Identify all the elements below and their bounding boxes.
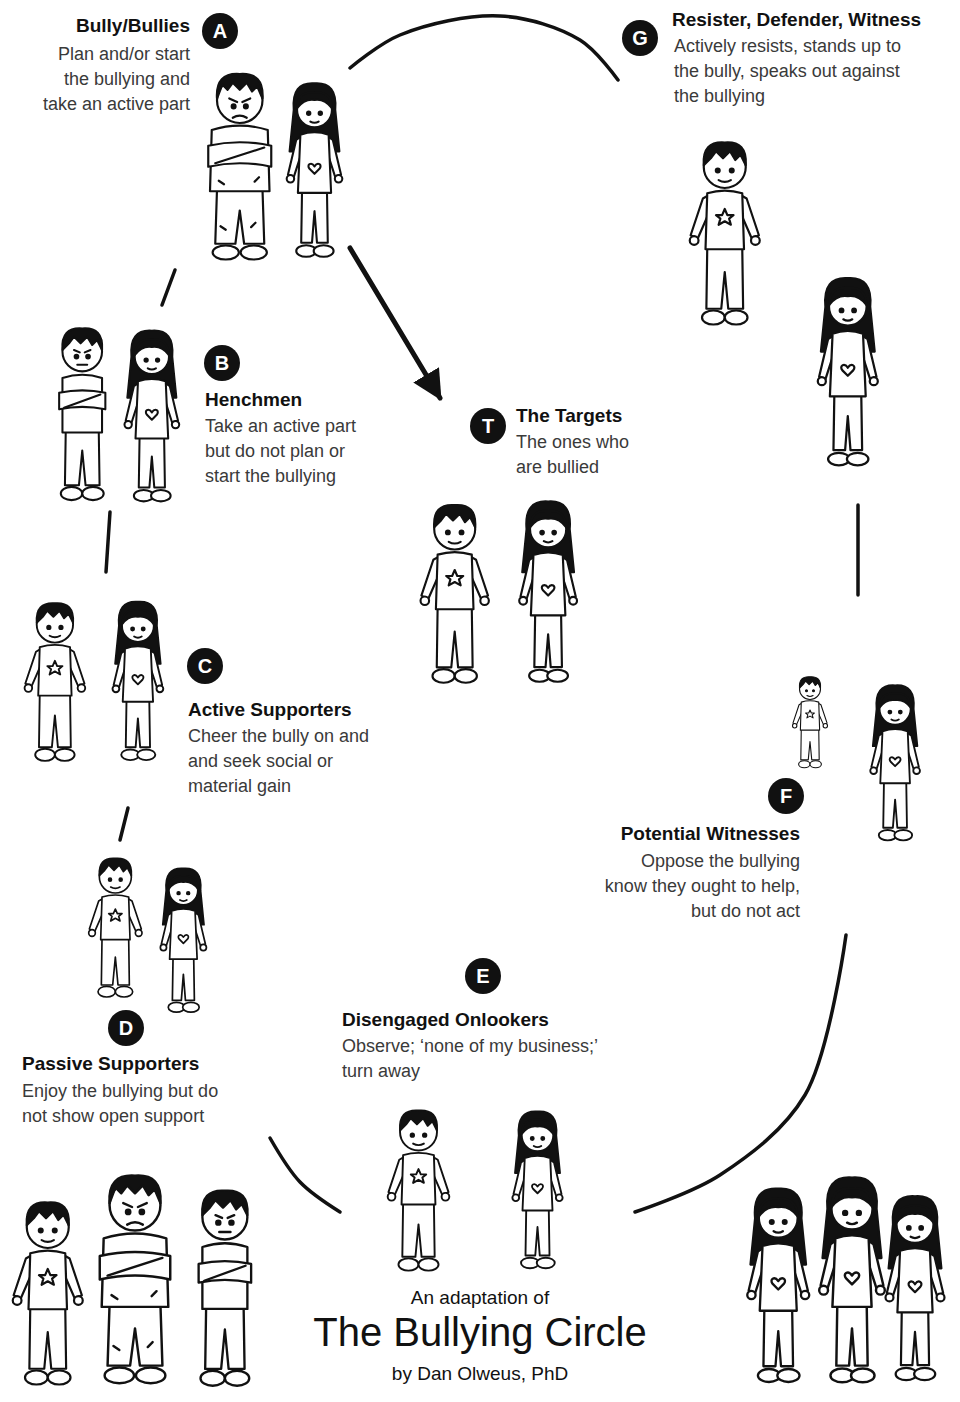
role-letter: C xyxy=(187,648,223,684)
role-description: Oppose the bullying know they ought to h… xyxy=(600,849,800,924)
letter-badge: G xyxy=(622,20,658,56)
role-group: HenchmenTake an active part but do not p… xyxy=(40,305,395,512)
circle-connector xyxy=(856,505,860,595)
role-heading: Potential Witnesses xyxy=(560,822,800,846)
witness-figure xyxy=(870,685,920,840)
circle-connector xyxy=(270,1138,340,1212)
role-heading: Resister, Defender, Witness xyxy=(672,8,921,32)
role-group: Active SupportersCheer the bully on and … xyxy=(10,572,420,808)
role-letter: F xyxy=(768,778,804,814)
letter-badge: T xyxy=(470,408,506,444)
defender-figure xyxy=(690,142,760,324)
henchman-figure xyxy=(124,331,179,502)
group-figure xyxy=(199,1191,252,1386)
letter-badge: F xyxy=(768,778,804,814)
passive-figure xyxy=(160,868,206,1012)
role-letter: B xyxy=(204,345,240,381)
role-letter: T xyxy=(470,408,506,444)
bully-figure xyxy=(287,83,343,257)
passive-figure xyxy=(89,858,142,997)
circle-connector xyxy=(162,270,175,305)
circle-connector xyxy=(120,808,128,840)
role-description: Plan and/or start the bullying and take … xyxy=(35,42,190,117)
supporter-figure xyxy=(25,603,86,761)
group-figure xyxy=(747,1189,809,1382)
role-heading: The Targets xyxy=(516,404,622,428)
supporter-figure xyxy=(113,602,164,761)
role-heading: Bully/Bullies xyxy=(12,14,190,38)
role-description: The ones who are bullied xyxy=(516,430,644,480)
role-group: Potential WitnessesOppose the bullying k… xyxy=(548,595,938,935)
letter-badge: B xyxy=(204,345,240,381)
bully-arrow xyxy=(350,248,440,398)
role-letter: G xyxy=(622,20,658,56)
diagram-title: The Bullying Circle xyxy=(200,1308,760,1356)
role-description: Observe; ‘none of my business;’ turn awa… xyxy=(342,1034,614,1084)
letter-badge: C xyxy=(187,648,223,684)
witness-figure xyxy=(793,677,828,768)
role-letter: E xyxy=(465,958,501,994)
letter-badge: A xyxy=(202,13,238,49)
credit-label: An adaptation of xyxy=(280,1286,680,1310)
target-figure xyxy=(421,505,489,683)
connectors xyxy=(106,16,858,1212)
role-letter: D xyxy=(108,1010,144,1046)
role-heading: Henchmen xyxy=(205,388,302,412)
role-description: Cheer the bully on and and seek social o… xyxy=(188,724,386,799)
role-description: Enjoy the bullying but do not show open … xyxy=(22,1079,232,1129)
circle-connector xyxy=(350,16,618,80)
defender-figure xyxy=(818,278,878,465)
role-group: Bully/BulliesPlan and/or start the bully… xyxy=(8,8,350,270)
letter-badge: E xyxy=(465,958,501,994)
role-description: Actively resists, stands up to the bully… xyxy=(674,34,914,109)
role-group: The TargetsThe ones who are bullied T xyxy=(405,398,660,695)
group-figure xyxy=(13,1202,83,1384)
onlooker-figure xyxy=(388,1110,450,1270)
role-heading: Active Supporters xyxy=(188,698,352,722)
letter-badge: D xyxy=(108,1010,144,1046)
group-figure xyxy=(100,1176,171,1384)
role-description: Take an active part but do not plan or s… xyxy=(205,414,370,489)
role-heading: Passive Supporters xyxy=(22,1052,199,1076)
role-group: Disengaged OnlookersObserve; ‘none of my… xyxy=(340,950,635,1285)
role-letter: A xyxy=(202,13,238,49)
role-group: Passive SupportersEnjoy the bullying but… xyxy=(15,840,295,1138)
onlooker-figure xyxy=(512,1111,562,1268)
figures xyxy=(13,74,945,1386)
circle-connector xyxy=(106,512,110,572)
circle-connector xyxy=(635,935,846,1212)
target-figure xyxy=(519,501,577,681)
role-heading: Disengaged Onlookers xyxy=(342,1008,549,1032)
henchman-figure xyxy=(59,328,105,500)
credit-label: by Dan Olweus, PhD xyxy=(280,1362,680,1386)
group-figure xyxy=(819,1178,885,1383)
bully-figure xyxy=(208,74,271,260)
group-figure xyxy=(886,1196,945,1380)
role-group: Resister, Defender, WitnessActively resi… xyxy=(618,4,956,505)
